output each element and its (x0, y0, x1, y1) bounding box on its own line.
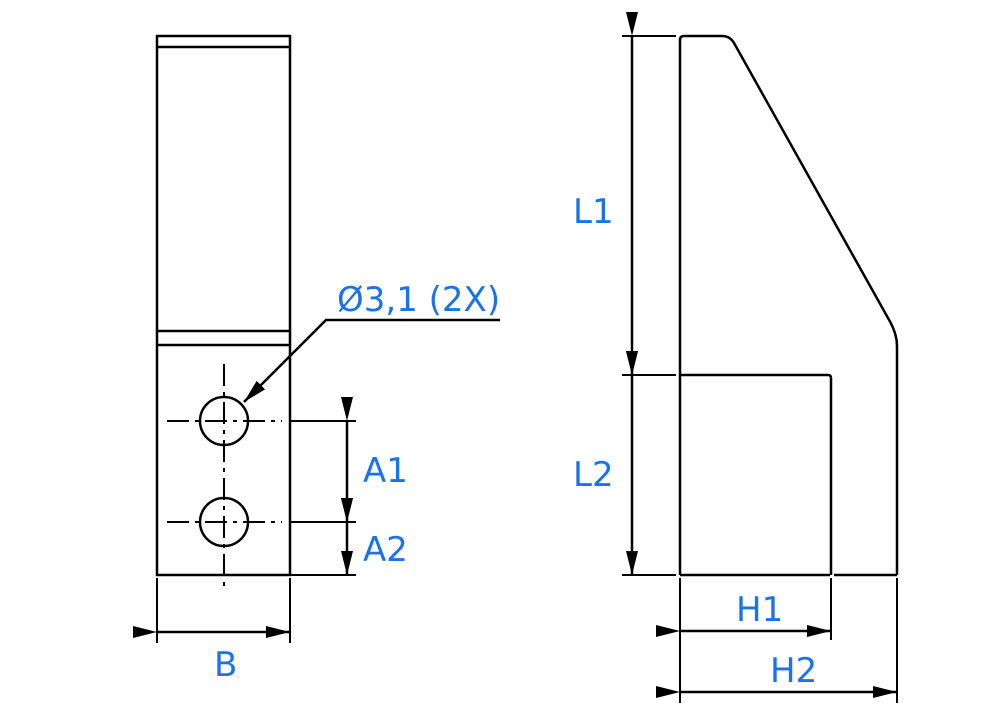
dimension-a1: A1 (341, 397, 408, 522)
dimension-b-label: B (214, 645, 237, 685)
dimension-h1: H1 (656, 590, 831, 637)
side-view-outline (678, 34, 899, 575)
dimension-l1: L1 (573, 12, 638, 375)
hole-callout-label: Ø3,1 (2X) (337, 280, 500, 320)
side-view (678, 34, 899, 577)
dimension-a2-label: A2 (363, 530, 408, 570)
hole-callout: Ø3,1 (2X) (243, 280, 500, 403)
front-view (155, 34, 292, 592)
side-view-step (680, 373, 833, 575)
dimension-h1-label: H1 (736, 590, 783, 630)
dimension-h2: H2 (656, 651, 897, 698)
dimension-a2: A2 (341, 498, 408, 575)
dimension-h2-label: H2 (770, 651, 817, 691)
front-extension-lines (156, 420, 356, 643)
dimension-b: B (133, 626, 290, 685)
dimension-l1-label: L1 (573, 192, 614, 232)
dimension-l2-label: L2 (573, 455, 614, 495)
leader-line (243, 318, 500, 403)
dimension-a1-label: A1 (363, 451, 408, 491)
dimension-l2: L2 (573, 351, 638, 575)
front-view-outline (155, 34, 292, 577)
